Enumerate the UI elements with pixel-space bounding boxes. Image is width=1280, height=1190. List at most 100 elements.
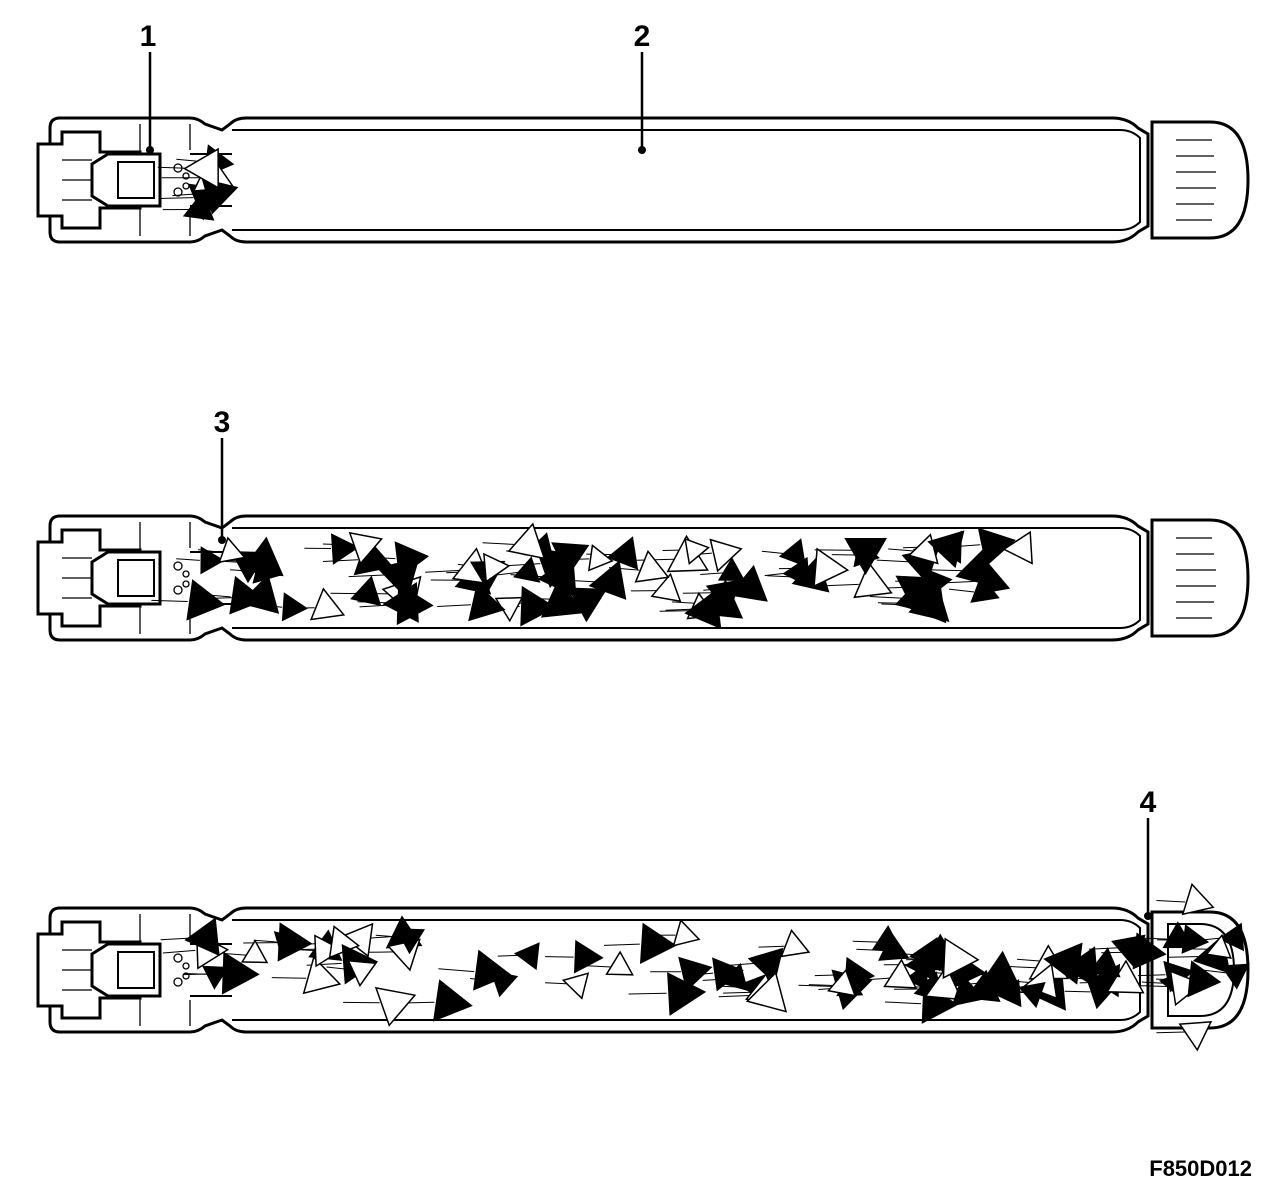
panel-3-inflator — [36, 882, 1250, 1052]
gas-streak — [700, 572, 724, 575]
gas-streak — [876, 559, 911, 563]
gas-streak — [628, 992, 667, 995]
gas-particle — [273, 931, 301, 958]
gas-particle — [672, 918, 701, 947]
gas-particle — [537, 554, 577, 598]
gas-particle — [1018, 982, 1046, 1009]
gas-streak — [885, 1001, 922, 1005]
panel-2-inflator — [36, 514, 1250, 642]
gas-particle — [904, 963, 929, 991]
gas-particle — [561, 972, 590, 1000]
gas-particle — [1178, 1021, 1213, 1052]
end-cap — [1150, 518, 1250, 638]
gas-particle — [650, 572, 682, 603]
gas-particle — [374, 986, 417, 1027]
gas-streak — [948, 588, 975, 593]
gas-particle — [1088, 947, 1121, 978]
gas-particle — [1220, 963, 1250, 990]
gas-particle — [490, 970, 519, 998]
gas-streak — [438, 968, 475, 973]
gas-particle — [1187, 960, 1222, 998]
gas-particle — [778, 538, 806, 567]
callout-1: 1 — [140, 20, 156, 154]
gas-particle — [927, 530, 965, 569]
gas-particle — [853, 539, 880, 568]
gas-streak — [271, 977, 307, 979]
gas-particle — [520, 585, 557, 627]
gas-particle — [745, 971, 788, 1013]
gas-streak — [761, 550, 787, 555]
gas-particle — [883, 958, 918, 989]
gas-streak — [1156, 900, 1186, 903]
gas-particle — [183, 147, 219, 190]
gas-particle — [473, 949, 512, 991]
gas-streak — [482, 542, 517, 545]
gas-particle — [218, 536, 247, 564]
gas-streak — [946, 580, 979, 584]
gas-streak — [1156, 1031, 1186, 1034]
gas-particle — [468, 583, 506, 622]
panel-1-inflator — [36, 116, 1250, 244]
gas-particle — [977, 527, 1016, 567]
gas-particle — [973, 560, 1011, 596]
gas-particle — [202, 965, 229, 990]
gas-particle — [979, 950, 1021, 988]
gas-particle — [483, 552, 511, 583]
gas-particle — [1218, 922, 1245, 952]
gas-particle — [567, 587, 608, 623]
gas-streak — [723, 991, 753, 994]
gas-streak — [1137, 974, 1166, 977]
gas-streak — [824, 583, 859, 587]
gas-streak — [176, 558, 200, 561]
gas-streak — [1141, 937, 1169, 940]
gas-particle — [1002, 530, 1033, 565]
gas-particle — [826, 968, 857, 997]
gas-streak — [1168, 956, 1203, 958]
gas-particle — [1181, 882, 1215, 916]
gas-particle — [350, 575, 382, 607]
gas-particle — [871, 925, 902, 952]
gas-particle — [240, 939, 269, 964]
svg-text:3: 3 — [214, 406, 231, 439]
gas-particles — [160, 882, 1250, 1052]
gas-particle — [606, 536, 639, 570]
gas-particle — [302, 955, 342, 995]
gas-streak — [151, 599, 188, 602]
gas-particle — [853, 561, 893, 599]
end-cap — [1150, 120, 1250, 240]
gas-streak — [425, 569, 461, 573]
gas-particle — [894, 576, 934, 615]
gas-particles — [151, 522, 1033, 630]
gas-streak — [162, 949, 196, 954]
gas-particle — [678, 956, 713, 992]
gas-particle — [513, 942, 540, 971]
svg-text:4: 4 — [1140, 786, 1157, 819]
gas-streak — [322, 559, 359, 562]
gas-streak — [437, 604, 471, 607]
gas-particle — [394, 541, 430, 579]
gas-streak — [1064, 990, 1091, 993]
svg-text:2: 2 — [634, 20, 651, 53]
gas-particle — [921, 567, 953, 600]
gas-particle — [684, 537, 710, 566]
gas-particle — [587, 544, 614, 572]
callout-4: 4 — [1140, 786, 1157, 920]
gas-particle — [780, 928, 811, 958]
gas-particle — [240, 536, 284, 577]
gas-particle — [1043, 942, 1083, 985]
gas-particle — [348, 531, 384, 565]
gas-particle — [201, 177, 239, 215]
gas-streak — [930, 569, 965, 572]
gas-particle — [395, 928, 426, 955]
gas-particle — [513, 556, 541, 583]
gas-particle — [924, 965, 963, 1001]
gas-particle — [717, 557, 746, 582]
gas-streak — [1139, 985, 1172, 988]
gas-particle — [507, 522, 546, 560]
gas-streak — [888, 548, 916, 552]
gas-particle — [200, 546, 225, 575]
gas-particle — [709, 538, 743, 573]
gas-particle — [396, 583, 434, 626]
gas-particle — [1162, 921, 1194, 949]
